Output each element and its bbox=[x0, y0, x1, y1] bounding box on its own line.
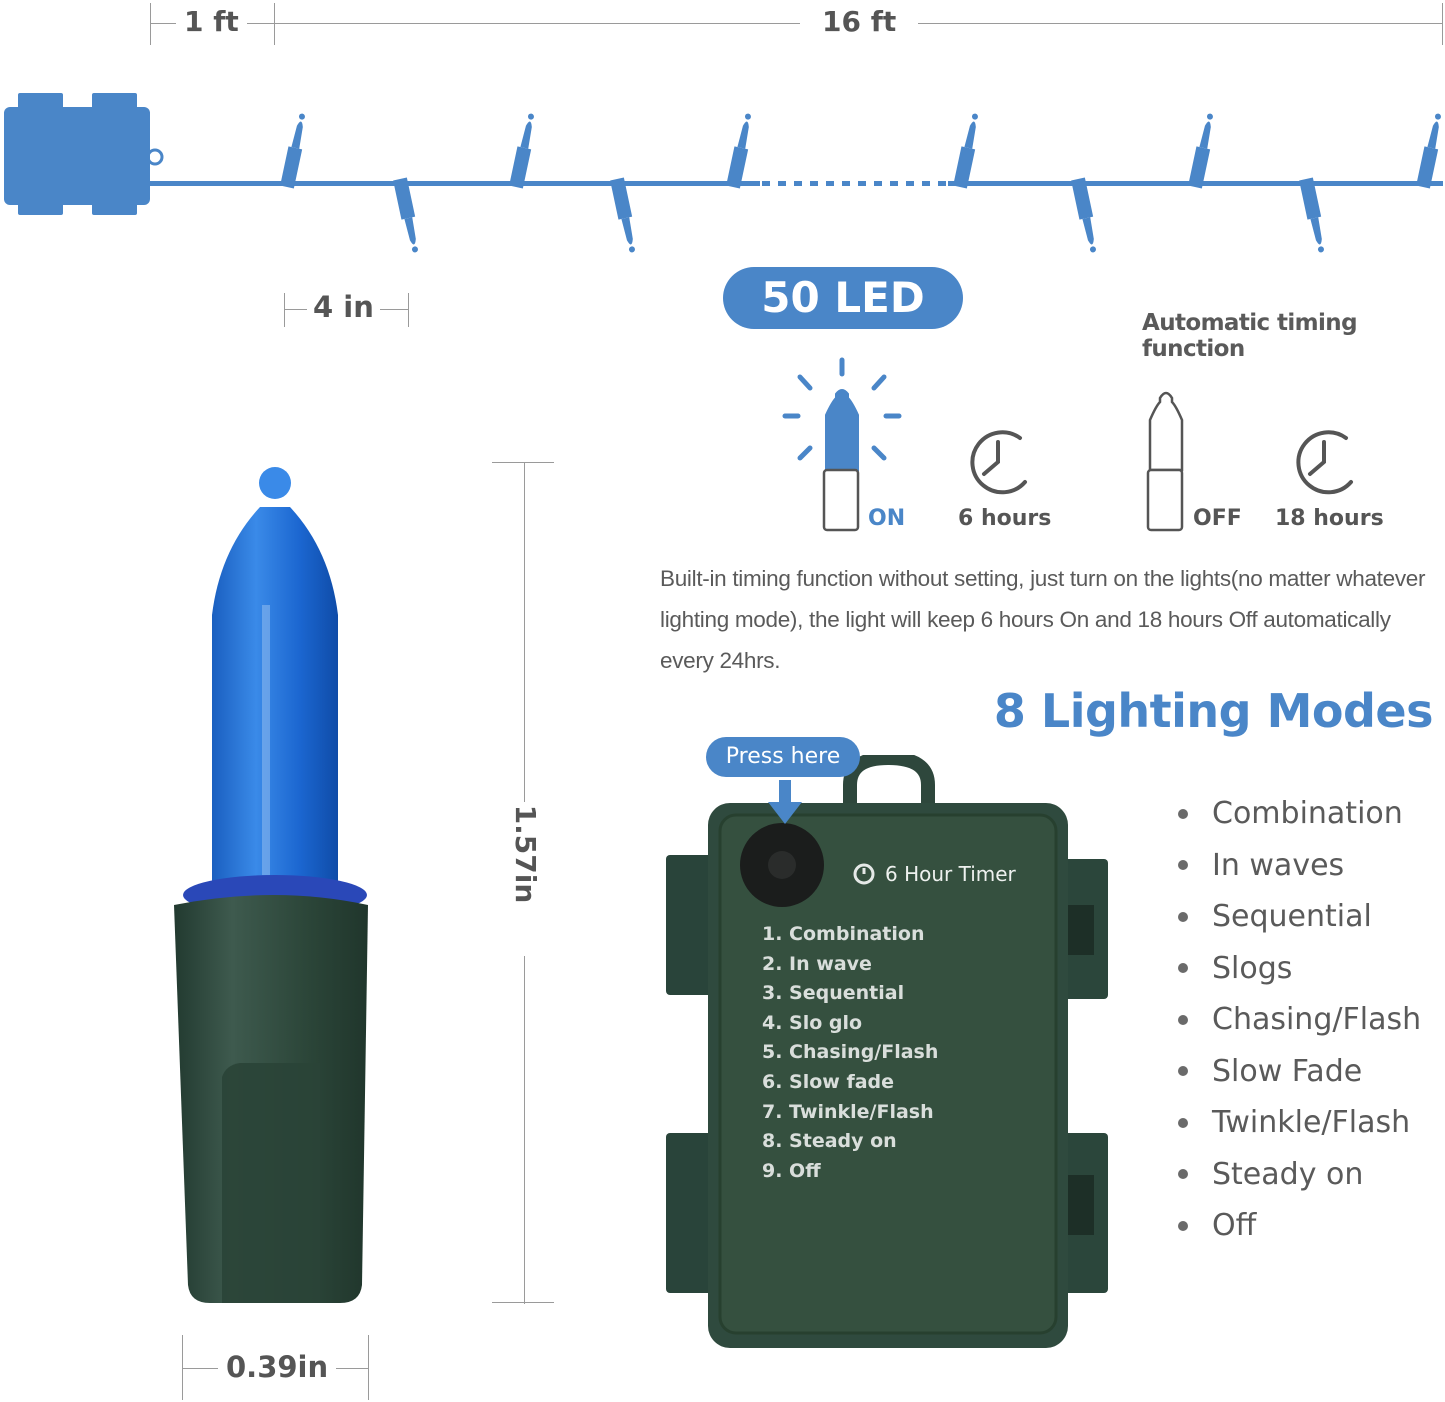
mode-label: Slogs bbox=[1212, 950, 1293, 986]
arrow-down-icon bbox=[768, 780, 802, 824]
timer-illustration bbox=[782, 357, 1353, 532]
dim-line bbox=[524, 462, 525, 802]
dim-tick bbox=[284, 293, 285, 327]
mode-label: In waves bbox=[1212, 847, 1345, 883]
bulb-spacing-label: 4 in bbox=[307, 293, 380, 322]
light-string-illustration bbox=[4, 93, 1443, 253]
dim-tick bbox=[1442, 3, 1443, 45]
led-count-badge: 50 LED bbox=[723, 267, 963, 329]
bullet-icon bbox=[1178, 1066, 1188, 1077]
mode-label: Chasing/Flash bbox=[1212, 1002, 1422, 1038]
bulb-height-label: 1.57in bbox=[509, 804, 542, 904]
bulb-off-icon bbox=[1146, 391, 1184, 532]
timing-heading: Automatic timing function bbox=[1142, 310, 1358, 362]
box-mode-item: 5. Chasing/Flash bbox=[762, 1041, 939, 1064]
bullet-icon bbox=[1178, 860, 1188, 871]
total-length-label: 16 ft bbox=[800, 8, 919, 36]
off-label: OFF bbox=[1193, 506, 1242, 531]
lighting-modes-list: Combination In waves Sequential Slogs Ch… bbox=[1178, 788, 1421, 1252]
bullet-icon bbox=[1178, 808, 1188, 819]
dim-tick bbox=[274, 3, 275, 45]
mode-label: Twinkle/Flash bbox=[1212, 1105, 1411, 1141]
bulb-width-label: 0.39in bbox=[218, 1353, 337, 1382]
dim-line bbox=[524, 956, 525, 1304]
list-item: Steady on bbox=[1178, 1149, 1421, 1201]
bulb-photo bbox=[174, 467, 368, 1303]
mode-label: Off bbox=[1212, 1208, 1257, 1244]
timer-icon bbox=[853, 863, 875, 885]
press-here-badge: Press here bbox=[706, 737, 860, 777]
bullet-icon bbox=[1178, 963, 1188, 974]
list-item: Chasing/Flash bbox=[1178, 994, 1421, 1046]
list-item: Off bbox=[1178, 1200, 1421, 1252]
lighting-modes-title: 8 Lighting Modes bbox=[993, 684, 1434, 738]
clock-icon bbox=[1296, 430, 1353, 495]
on-duration: 6 hours bbox=[958, 506, 1052, 531]
dim-tick bbox=[150, 3, 151, 45]
on-label: ON bbox=[868, 506, 906, 531]
list-item: Sequential bbox=[1178, 891, 1421, 943]
list-item: Slow Fade bbox=[1178, 1046, 1421, 1098]
bullet-icon bbox=[1178, 911, 1188, 922]
box-mode-item: 3. Sequential bbox=[762, 982, 905, 1005]
battery-box-icon bbox=[4, 93, 164, 215]
dim-tick bbox=[492, 1302, 554, 1303]
dim-tick bbox=[408, 293, 409, 327]
lead-length-label: 1 ft bbox=[176, 8, 247, 36]
box-mode-item: 7. Twinkle/Flash bbox=[762, 1100, 934, 1123]
box-mode-item: 1. Combination bbox=[762, 923, 925, 945]
timer-label: 6 Hour Timer bbox=[885, 862, 1016, 886]
dim-tick bbox=[368, 1335, 369, 1400]
list-item: Twinkle/Flash bbox=[1178, 1097, 1421, 1149]
off-duration: 18 hours bbox=[1275, 506, 1384, 531]
list-item: Combination bbox=[1178, 788, 1421, 840]
mode-label: Combination bbox=[1212, 796, 1403, 832]
box-mode-item: 8. Steady on bbox=[762, 1130, 897, 1153]
timing-description: Built-in timing function without setting… bbox=[660, 566, 1426, 673]
bulb-on-icon bbox=[782, 357, 902, 461]
control-box-photo bbox=[666, 755, 1108, 1348]
mode-label: Slow Fade bbox=[1212, 1053, 1363, 1089]
bullet-icon bbox=[1178, 1220, 1188, 1231]
mode-label: Steady on bbox=[1212, 1156, 1364, 1192]
control-box-mode-list: 1. Combination 2. In wave 3. Sequential … bbox=[762, 920, 938, 1186]
bullet-icon bbox=[1178, 1117, 1188, 1128]
box-mode-item: 4. Slo glo bbox=[762, 1011, 863, 1034]
bullet-icon bbox=[1178, 1169, 1188, 1180]
list-item: In waves bbox=[1178, 840, 1421, 892]
box-mode-item: 6. Slow fade bbox=[762, 1070, 895, 1093]
dim-tick bbox=[182, 1335, 183, 1400]
box-mode-item: 2. In wave bbox=[762, 952, 872, 975]
mode-label: Sequential bbox=[1212, 899, 1372, 935]
clock-icon bbox=[970, 430, 1027, 495]
list-item: Slogs bbox=[1178, 943, 1421, 995]
box-mode-item: 9. Off bbox=[762, 1159, 821, 1182]
bullet-icon bbox=[1178, 1014, 1188, 1025]
dim-tick bbox=[492, 462, 554, 463]
